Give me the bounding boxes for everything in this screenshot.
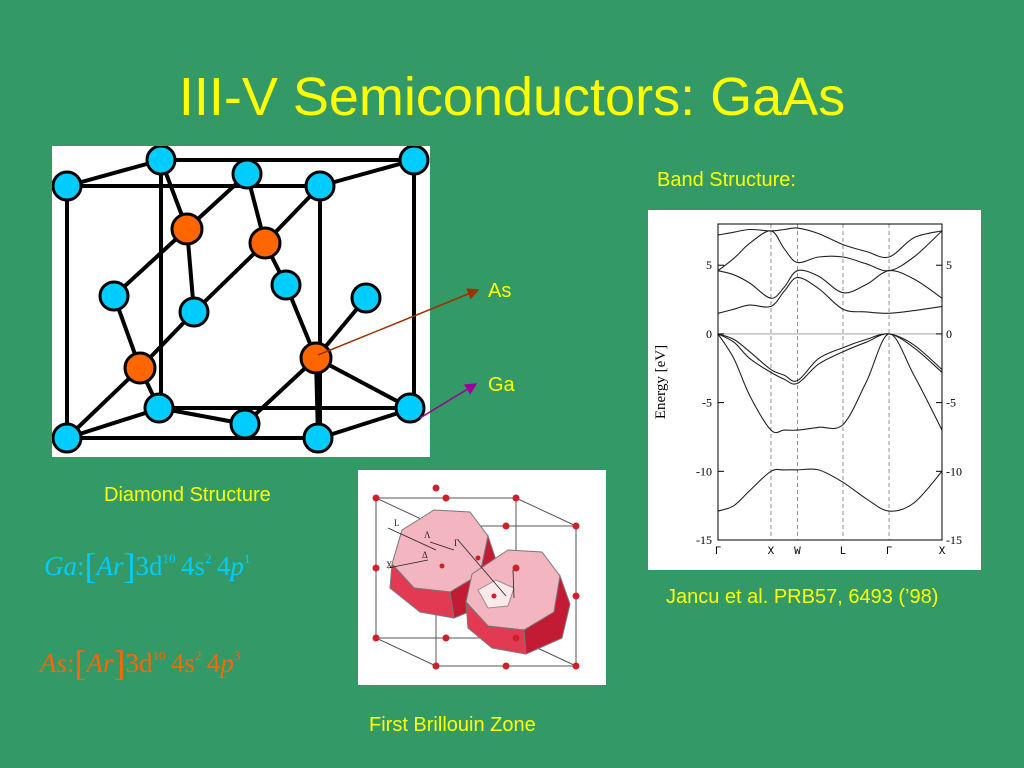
as-exp-3: 3: [233, 648, 241, 663]
slide-title: III-V Semiconductors: GaAs: [178, 67, 846, 127]
svg-text:Γ: Γ: [454, 538, 459, 548]
band-line-6: [717, 269, 943, 299]
y-tick-label-right: 5: [946, 258, 952, 272]
x-tick-label: X: [768, 546, 775, 558]
y-tick-label-right: 0: [946, 327, 952, 341]
svg-text:Δ: Δ: [422, 550, 428, 560]
as-orbital-2: 4s: [170, 648, 195, 678]
brillouin-zone-figure: L Λ Γ X Δ: [358, 470, 606, 685]
as-orbital-3-n: 4: [206, 648, 221, 678]
y-tick-label-right: -5: [946, 396, 956, 410]
x-tick-label: X: [939, 546, 946, 558]
band-line-4: [717, 333, 943, 382]
y-tick-label: 5: [706, 258, 712, 272]
ga-exp-2: 2: [204, 551, 212, 566]
y-tick-label: 0: [706, 327, 712, 341]
as-exp-2: 2: [194, 648, 202, 663]
y-tick-label-right: -15: [946, 533, 962, 547]
svg-text:L: L: [394, 518, 400, 528]
x-tick-label: Γ: [715, 546, 722, 558]
diamond-structure-figure: [52, 146, 430, 457]
as-element: As: [40, 648, 67, 678]
ga-exp-1: 10: [162, 551, 176, 566]
ga-separator: :: [77, 551, 85, 581]
ga-orbital-3-n: 4: [216, 551, 231, 581]
as-core: Ar: [86, 648, 114, 678]
x-tick-label: L: [840, 546, 847, 558]
ga-exp-3: 1: [243, 551, 251, 566]
band-line-1: [717, 468, 943, 512]
y-tick-label: -15: [696, 533, 712, 547]
x-tick-label: Γ: [886, 546, 893, 558]
band-structure-caption: Band Structure:: [657, 169, 796, 191]
citation: Jancu et al. PRB57, 6493 (’98): [666, 586, 939, 608]
as-orbital-1: 3d: [125, 648, 153, 678]
ga-element: Ga: [44, 551, 77, 581]
ga-orbital-1: 3d: [135, 551, 163, 581]
svg-text:Λ: Λ: [424, 530, 431, 540]
ga-core: Ar: [96, 551, 124, 581]
y-axis-label: Energy [eV]: [653, 345, 669, 419]
y-tick-label-right: -10: [946, 464, 962, 478]
ga-label: Ga: [488, 374, 515, 396]
as-separator: :: [67, 648, 75, 678]
as-exp-1: 10: [152, 648, 166, 663]
x-tick-label: W: [794, 546, 801, 558]
diamond-structure-caption: Diamond Structure: [104, 484, 271, 506]
y-tick-label: -5: [702, 396, 712, 410]
as-orbital-3-l: p: [220, 648, 234, 678]
brillouin-zone-caption: First Brillouin Zone: [369, 714, 536, 736]
as-label: As: [488, 280, 512, 302]
ga-electron-configuration: Ga:[Ar]3d10 4s2 4p1: [44, 546, 251, 586]
svg-text:X: X: [386, 560, 393, 570]
ga-orbital-2: 4s: [180, 551, 205, 581]
y-tick-label: -10: [696, 464, 712, 478]
as-electron-configuration: As:[Ar]3d10 4s2 4p3: [40, 643, 241, 683]
band-line-2: [717, 333, 943, 434]
band-line-7: [717, 230, 943, 272]
band-line-8: [717, 227, 943, 259]
band-line-5: [717, 277, 943, 314]
ga-orbital-3-l: p: [230, 551, 244, 581]
